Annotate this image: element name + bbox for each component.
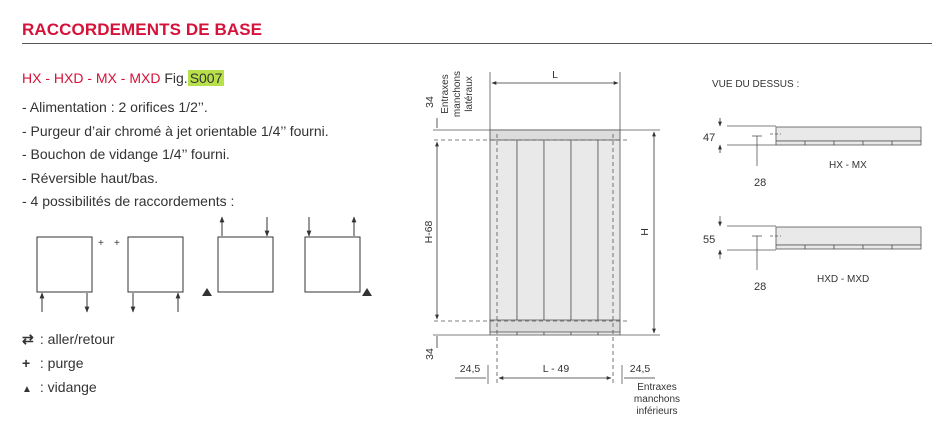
purge-mark: + — [114, 238, 120, 249]
hx-label: HX - MX — [829, 160, 867, 171]
extension-lines — [433, 72, 660, 384]
feature-item: - 4 possibilités de raccordements : — [22, 193, 235, 209]
connector-dash-lines — [434, 134, 630, 384]
dim-H: H — [639, 228, 651, 236]
hxd-offset: 28 — [754, 281, 766, 293]
connection-scheme-2: + — [114, 236, 184, 313]
model-line: HX - HXD - MX - MXD Fig.S007 — [22, 70, 225, 86]
top-view-hx-mx: 47 28 HX - MX — [703, 118, 922, 189]
dim-34-bottom: 34 — [424, 348, 436, 360]
triangle-icon: ▲ — [22, 384, 32, 395]
legend-purge: + : purge — [22, 355, 83, 371]
drain-mark — [202, 288, 212, 296]
lateral-label-line1: Entraxes — [440, 74, 451, 113]
dim-34-top: 34 — [424, 96, 436, 108]
legend-text: : vidange — [39, 379, 97, 395]
hxd-label: HXD - MXD — [817, 274, 869, 285]
dimension-lines — [435, 81, 656, 380]
hxd-depth: 55 — [703, 234, 715, 246]
legend-vidange: ▲ : vidange — [22, 379, 97, 395]
radiator-front-view — [489, 129, 621, 336]
feature-item: - Purgeur d’air chromé à jet orientable … — [22, 122, 329, 139]
drain-mark — [362, 288, 372, 296]
dim-24-5-right: 24,5 — [630, 363, 651, 375]
hx-offset: 28 — [754, 177, 766, 189]
lower-label-line1: Entraxes — [637, 382, 676, 393]
section-title: RACCORDEMENTS DE BASE — [22, 20, 263, 39]
connection-scheme-4 — [304, 216, 372, 296]
purge-mark: + — [98, 238, 104, 249]
connection-scheme-1: + — [36, 236, 104, 313]
hx-depth: 47 — [703, 132, 715, 144]
lateral-label-line2: manchons — [452, 71, 463, 117]
feature-item: - Réversible haut/bas. — [22, 169, 159, 186]
feature-item: - Bouchon de vidange 1/4’’ fourni. — [22, 146, 230, 162]
top-view-hxd-mxd: 55 28 HXD - MXD — [703, 216, 922, 293]
dim-24-5-left: 24,5 — [460, 363, 481, 375]
lower-label-line3: inférieurs — [636, 406, 677, 417]
legend-text: : aller/retour — [39, 331, 115, 347]
plus-icon: + — [22, 355, 31, 371]
arrows-icon: ⇄ — [22, 331, 34, 347]
fig-prefix: Fig. — [164, 70, 188, 86]
fig-code: S007 — [187, 70, 225, 86]
feature-list: - Alimentation : 2 orifices 1/2’’. - Pur… — [22, 96, 329, 214]
legend-aller-retour: ⇄ : aller/retour — [22, 331, 115, 348]
title-divider — [22, 43, 932, 44]
lateral-label-line3: latéraux — [464, 76, 475, 112]
model-names: HX - HXD - MX - MXD — [22, 70, 161, 86]
feature-item: - Alimentation : 2 orifices 1/2’’. — [22, 99, 208, 115]
dim-L-49: L - 49 — [543, 363, 570, 375]
lower-label-line2: manchons — [634, 394, 680, 405]
top-view-heading: VUE DU DESSUS : — [712, 79, 799, 90]
dim-L: L — [552, 69, 558, 81]
dim-H-68: H-68 — [423, 220, 435, 243]
legend-text: : purge — [39, 355, 84, 371]
connection-scheme-3 — [202, 216, 274, 296]
